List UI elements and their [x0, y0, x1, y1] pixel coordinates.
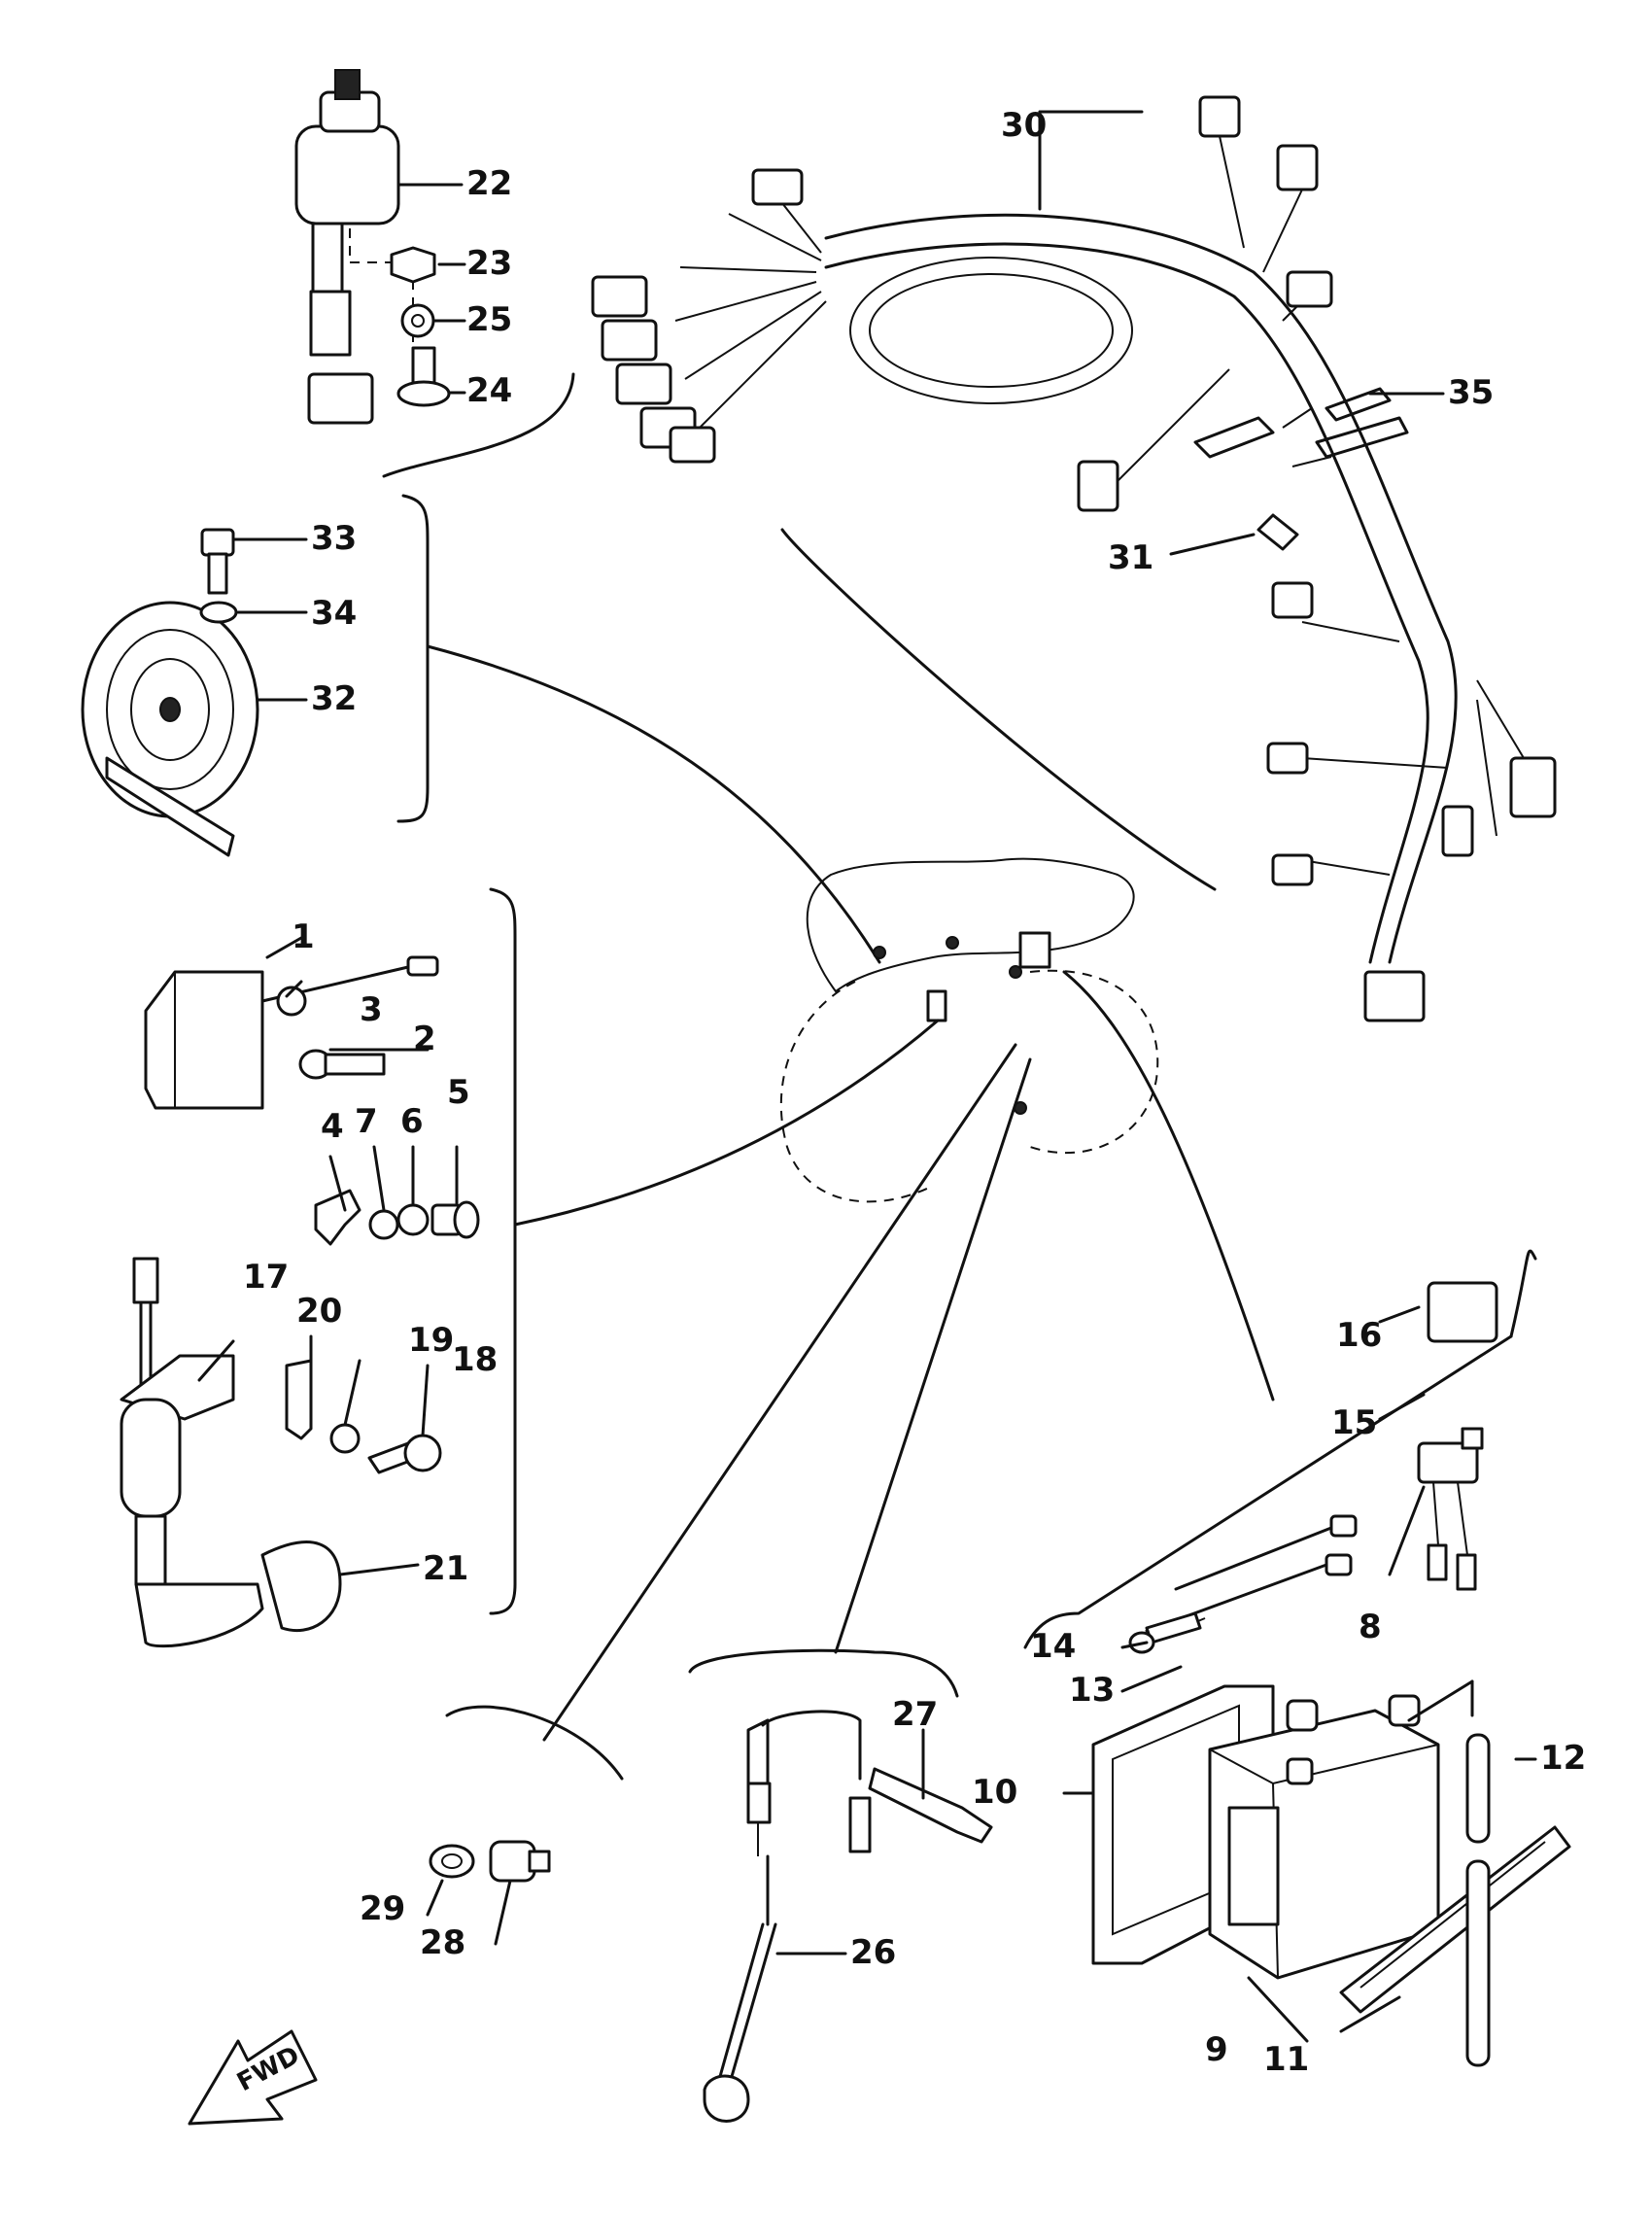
- label-9: 9: [1205, 2030, 1228, 2069]
- battery-group: [1023, 970, 1571, 2067]
- label-16: 16: [1336, 1316, 1382, 1355]
- label-35: 35: [1448, 373, 1494, 412]
- label-23: 23: [466, 244, 512, 283]
- frame-outline: [779, 857, 1159, 1203]
- label-30: 30: [1001, 106, 1047, 145]
- label-15: 15: [1331, 1403, 1377, 1442]
- lead-group: [688, 1057, 1032, 2123]
- label-17: 17: [243, 1258, 289, 1297]
- label-28: 28: [420, 1923, 465, 1962]
- label-13: 13: [1069, 1671, 1115, 1710]
- label-12: 12: [1540, 1739, 1586, 1778]
- label-34: 34: [311, 594, 357, 633]
- label-33: 33: [311, 519, 357, 558]
- callout-labels: 1 2 3 4 5 6 7 8 9 10 11 12 13 14 15 16 1…: [243, 106, 1586, 2079]
- label-22: 22: [466, 164, 512, 203]
- label-26: 26: [850, 1933, 896, 1972]
- label-1: 1: [292, 917, 315, 956]
- horn-group: [81, 494, 881, 964]
- label-27: 27: [892, 1695, 938, 1734]
- label-8: 8: [1359, 1608, 1382, 1646]
- label-5: 5: [447, 1073, 470, 1112]
- label-21: 21: [423, 1549, 468, 1588]
- label-32: 32: [311, 679, 357, 718]
- label-19: 19: [408, 1321, 454, 1360]
- label-11: 11: [1263, 2040, 1309, 2079]
- label-31: 31: [1108, 538, 1153, 577]
- label-6: 6: [400, 1102, 424, 1141]
- label-29: 29: [360, 1889, 405, 1928]
- neutral-switch-group: [426, 1043, 1017, 1946]
- wire-harness-group: [591, 95, 1557, 1022]
- label-18: 18: [452, 1340, 498, 1379]
- label-3: 3: [360, 990, 383, 1029]
- label-25: 25: [466, 300, 512, 339]
- label-10: 10: [972, 1773, 1017, 1812]
- label-7: 7: [355, 1102, 378, 1141]
- label-2: 2: [413, 1020, 436, 1058]
- label-14: 14: [1030, 1627, 1076, 1666]
- main-switch-group: [294, 69, 575, 478]
- ignition-group: [120, 887, 940, 1648]
- label-4: 4: [321, 1107, 344, 1146]
- forward-arrow: FWD: [188, 2029, 318, 2126]
- label-20: 20: [296, 1292, 342, 1331]
- label-24: 24: [466, 371, 512, 410]
